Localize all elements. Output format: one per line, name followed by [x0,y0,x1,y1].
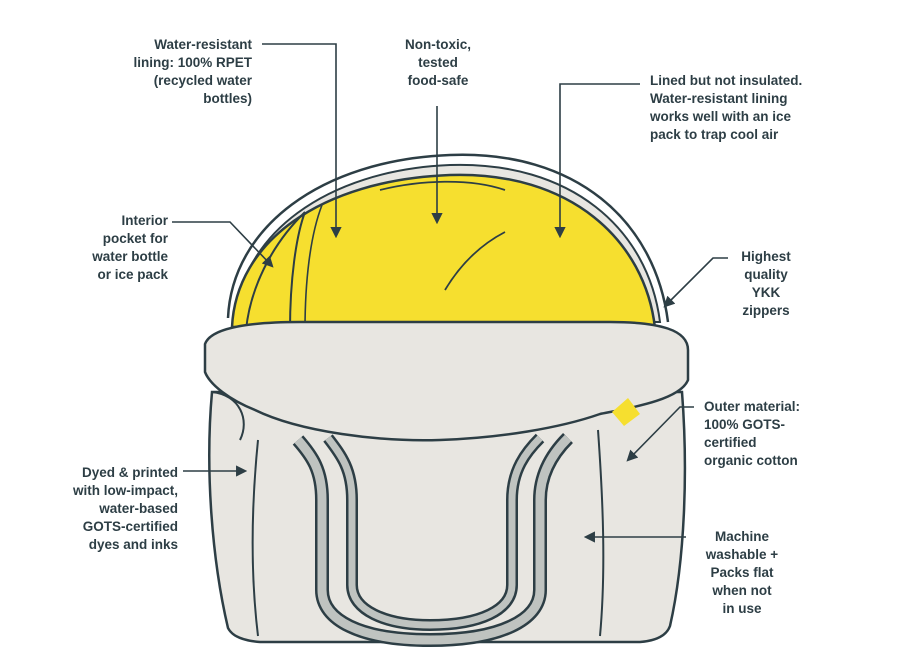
yellow-tag [612,398,640,426]
callout-lined: Lined but not insulated. Water-resistant… [650,73,803,142]
callout-zippers: Highest quality YKK zippers [741,249,791,318]
callout-nontoxic: Non-toxic, tested food-safe [405,37,471,88]
zipper-trim [226,153,670,323]
callout-pocket: Interior pocket for water bottle or ice … [92,213,168,282]
interior-pocket [245,211,306,331]
leader-outer [626,406,694,462]
leader-lined [554,83,640,239]
leader-zippers [663,257,728,308]
callout-outer: Outer material: 100% GOTS- certified org… [704,399,801,468]
leader-pocket [172,221,274,268]
leader-lining [262,43,342,239]
callout-washable: Machine washable + Packs flat when not i… [705,529,779,616]
callout-dyes: Dyed & printed with low-impact, water-ba… [72,465,178,552]
bag-fold-left [211,391,245,441]
bag-collar [203,320,690,442]
callout-lining: Water-resistant lining: 100% RPET (recyc… [133,37,252,106]
bag-side-left [251,439,259,637]
bag-side-right [597,429,605,637]
